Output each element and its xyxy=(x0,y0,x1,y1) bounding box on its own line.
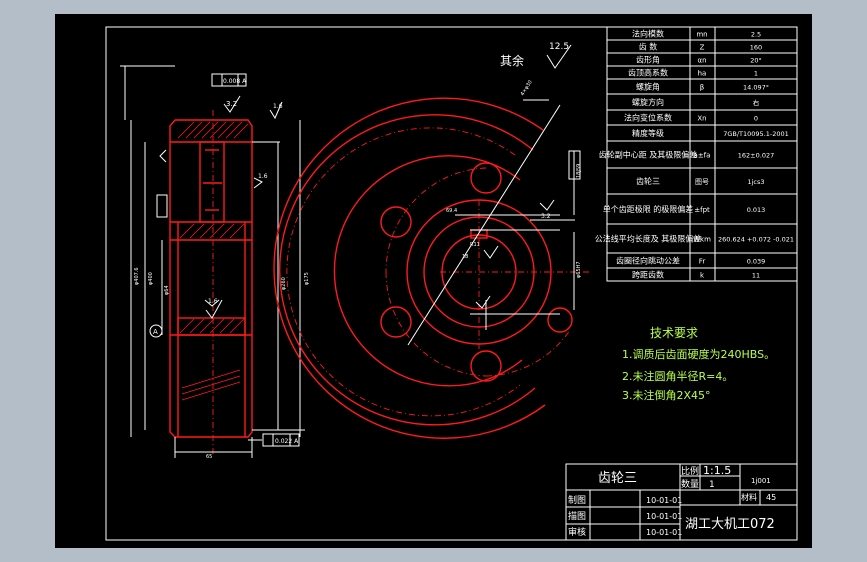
dim-bore-text: φ65H7 xyxy=(576,261,582,278)
param-row-3-symbol: ha xyxy=(698,70,707,78)
surface-finish-label: 其余 xyxy=(500,53,524,68)
title-block: 齿轮三 比例 1:1.5 数量 1 1j001 材料 45 制图 描图 审核 1… xyxy=(565,463,798,541)
date-2: 10-01-01 xyxy=(646,512,682,521)
param-row-10-name: 单个齿距极限 的极限偏差 xyxy=(603,204,694,214)
material-value: 45 xyxy=(766,493,776,502)
param-row-12-name: 齿圈径向跳动公差 xyxy=(616,256,680,266)
dim-keydepth-text: 69.4 xyxy=(446,208,457,214)
scale-value: 1:1.5 xyxy=(703,464,731,477)
param-row-1-name: 齿 数 xyxy=(639,42,658,52)
param-row-1-value: 160 xyxy=(750,44,762,52)
param-row-0-symbol: mn xyxy=(696,31,707,39)
rough-a-text: 3.2 xyxy=(226,100,237,108)
dim-f-text: φ260 xyxy=(281,277,287,290)
param-row-4-symbol: β xyxy=(700,84,704,92)
param-row-11-symbol: Wkm xyxy=(693,236,711,244)
param-row-0-value: 2.5 xyxy=(751,31,761,39)
param-row-1-symbol: Z xyxy=(700,44,705,52)
part-name: 齿轮三 xyxy=(598,471,637,486)
param-row-0-name: 法向模数 xyxy=(632,29,664,39)
scale-label: 比例 xyxy=(681,465,699,477)
datum-symbol xyxy=(149,324,163,338)
param-row-8-symbol: a±fa xyxy=(694,152,711,160)
param-row-9-name: 齿轮三 xyxy=(636,176,660,186)
dim-b-text: φ175 xyxy=(304,272,310,285)
tech-req-title: 技术要求 xyxy=(650,326,698,340)
param-row-3-value: 1 xyxy=(754,70,758,78)
param-row-5-value: 右 xyxy=(753,98,760,107)
param-row-6-name: 法向变位系数 xyxy=(624,113,672,123)
dim-radius-text: R11 xyxy=(470,242,480,248)
role-3: 审核 xyxy=(568,526,586,538)
surface-finish-note: 其余 12.5 xyxy=(500,42,572,69)
rough-d-text: 1.6 xyxy=(208,298,218,305)
rough-b-text: 1.6 xyxy=(273,103,283,110)
param-row-9-symbol: 图号 xyxy=(695,178,709,186)
rough-e-text: 3.2 xyxy=(541,213,551,220)
drawing-no: 1j001 xyxy=(751,477,771,485)
param-row-6-value: 0 xyxy=(754,115,758,123)
rough-c-text: 1.6 xyxy=(258,173,268,180)
param-row-8-value: 162±0.027 xyxy=(738,152,774,160)
param-row-2-symbol: αn xyxy=(697,57,706,65)
param-row-11-name: 公法线平均长度及 其极限偏差 xyxy=(595,234,702,244)
datum-text: A xyxy=(153,328,158,336)
tolerance-frame-bottom xyxy=(262,433,300,447)
front-view: 4×φ30 3.2 69.4 18 R11 φ65H7 18JS9 xyxy=(273,79,590,439)
tech-req-item-3: 3.未注倒角2X45° xyxy=(622,388,711,402)
date-1: 10-01-01 xyxy=(646,496,682,505)
param-row-2-value: 20° xyxy=(750,57,762,65)
param-row-4-name: 螺旋角 xyxy=(636,82,660,92)
side-section-view: 0.008 A 0.022 A 3.2 1.6 1.6 1.6 A φ407.6… xyxy=(120,65,310,460)
param-row-7-name: 精度等级 xyxy=(632,128,664,138)
param-row-9-value: 1jcs3 xyxy=(747,178,764,186)
dim-d-text: φ400 xyxy=(148,272,154,285)
dim-key2-text: 18JS9 xyxy=(576,164,582,178)
inner-border xyxy=(105,26,798,541)
tech-req-item-2: 2.未注圆角半径R=4。 xyxy=(622,369,733,383)
param-row-5-name: 螺旋方向 xyxy=(632,97,664,107)
role-1: 制图 xyxy=(568,494,586,506)
param-row-13-value: 11 xyxy=(752,272,760,280)
tol-top-text: 0.008 A xyxy=(223,78,247,85)
param-row-10-symbol: ±fpt xyxy=(694,206,710,214)
param-row-13-symbol: k xyxy=(700,272,705,280)
param-row-7-value: 7GB/T10095.1-2001 xyxy=(723,130,789,138)
dim-c-text: φ407.6 xyxy=(134,267,140,285)
tol-bottom-text: 0.022 A xyxy=(275,438,299,445)
param-row-4-value: 14.097° xyxy=(743,84,769,92)
tech-req-item-1: 1.调质后齿面硬度为240HBS。 xyxy=(622,347,775,361)
surface-finish-value: 12.5 xyxy=(549,42,569,52)
role-2: 描图 xyxy=(568,510,586,522)
param-row-3-name: 齿顶高系数 xyxy=(628,68,668,78)
param-row-8-name: 齿轮副中心距 及其极限偏差 xyxy=(599,150,698,160)
technical-requirements: 技术要求 1.调质后齿面硬度为240HBS。 2.未注圆角半径R=4。 3.未注… xyxy=(622,326,775,402)
date-3: 10-01-01 xyxy=(646,528,682,537)
school-name: 湖工大机工072 xyxy=(685,517,775,532)
qty-value: 1 xyxy=(709,480,715,490)
param-row-12-symbol: Fr xyxy=(699,258,706,266)
param-row-2-name: 齿形角 xyxy=(636,55,660,65)
param-row-12-value: 0.039 xyxy=(747,258,766,266)
dim-e-text: φ64 xyxy=(164,285,170,295)
dim-key-text: 18 xyxy=(462,254,468,260)
param-row-6-symbol: Xn xyxy=(697,115,706,123)
dim-width-text: 65 xyxy=(206,454,212,460)
param-row-11-value: 260.624 +0.072 -0.021 xyxy=(718,236,794,244)
qty-label: 数量 xyxy=(681,478,699,490)
param-row-13-name: 跨距齿数 xyxy=(632,270,664,280)
param-row-10-value: 0.013 xyxy=(747,206,766,214)
parameter-table: 法向模数 mn 2.5 齿 数 Z 160 齿形角 αn 20° 齿顶高系数 ha 1 螺旋角 β 14.0… xyxy=(595,26,798,282)
tolerance-frame-top xyxy=(211,73,247,87)
material-label: 材料 xyxy=(741,492,757,502)
